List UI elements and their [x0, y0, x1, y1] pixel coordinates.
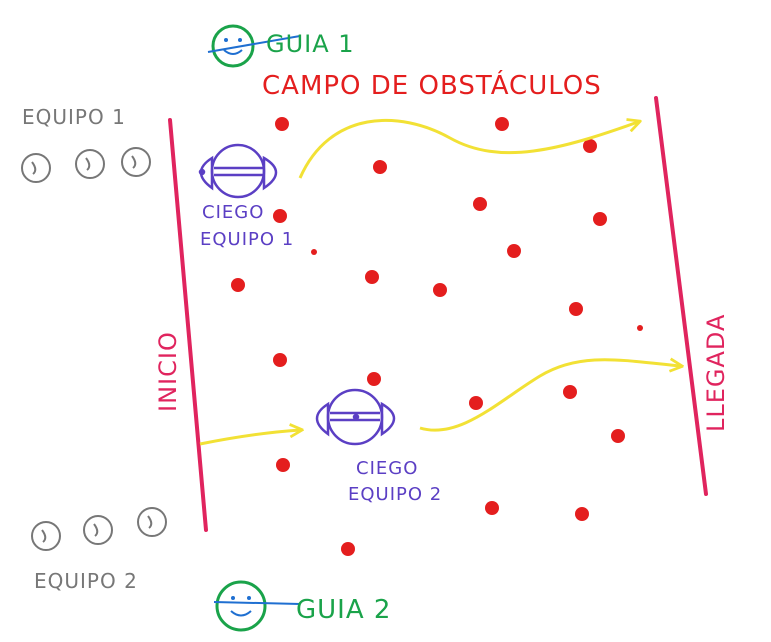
guide-1-label: GUIA 1 — [266, 30, 355, 58]
team-1-face-icon — [21, 153, 51, 183]
team-2-face-icon — [31, 521, 61, 551]
guide-1-face-icon — [207, 24, 301, 68]
team-1-label: EQUIPO 1 — [22, 105, 126, 129]
blind-person-2-icon — [315, 388, 396, 446]
entry-arrow-team-2 — [199, 430, 300, 446]
team-1-face-icon — [75, 149, 105, 179]
obstacle-dot — [311, 249, 317, 255]
start-label: INICIO — [154, 331, 182, 412]
obstacle-dot — [433, 283, 447, 297]
path-arrow-team-2 — [419, 360, 680, 432]
blind-2-title: CIEGO — [356, 458, 418, 479]
obstacle-dot — [569, 302, 583, 316]
start-line — [168, 118, 208, 532]
obstacles — [231, 117, 643, 556]
blind-person-1-icon — [198, 143, 278, 199]
team-1-members — [21, 147, 151, 183]
obstacle-dot — [231, 278, 245, 292]
team-2-members — [31, 507, 167, 551]
obstacle-dot — [469, 396, 483, 410]
obstacle-dot — [373, 160, 387, 174]
obstacle-dot — [563, 385, 577, 399]
team-1-face-icon — [121, 147, 151, 177]
obstacle-dot — [611, 429, 625, 443]
blind-2-team: EQUIPO 2 — [348, 484, 442, 505]
obstacle-dot — [275, 117, 289, 131]
obstacle-dot — [473, 197, 487, 211]
obstacle-dot — [495, 117, 509, 131]
guide-2-face-icon — [213, 580, 301, 632]
obstacle-dot — [273, 353, 287, 367]
course-title: CAMPO DE OBSTÁCULOS — [262, 69, 602, 101]
team-2-face-icon — [137, 507, 167, 537]
team-2-face-icon — [83, 515, 113, 545]
obstacle-dot — [637, 325, 643, 331]
obstacle-dot — [341, 542, 355, 556]
path-arrow-team-1 — [298, 120, 638, 179]
obstacle-dot — [575, 507, 589, 521]
blind-1-team: EQUIPO 1 — [200, 229, 294, 250]
obstacle-dot — [583, 139, 597, 153]
blind-1-title: CIEGO — [202, 202, 264, 223]
obstacle-dot — [593, 212, 607, 226]
obstacle-dot — [507, 244, 521, 258]
obstacle-dot — [273, 209, 287, 223]
obstacle-dot — [365, 270, 379, 284]
guide-2-label: GUIA 2 — [296, 595, 391, 625]
obstacle-dot — [485, 501, 499, 515]
obstacle-dot — [276, 458, 290, 472]
obstacle-dot — [367, 372, 381, 386]
finish-line — [654, 96, 708, 496]
finish-label: LLEGADA — [702, 314, 730, 432]
team-2-label: EQUIPO 2 — [34, 569, 138, 593]
